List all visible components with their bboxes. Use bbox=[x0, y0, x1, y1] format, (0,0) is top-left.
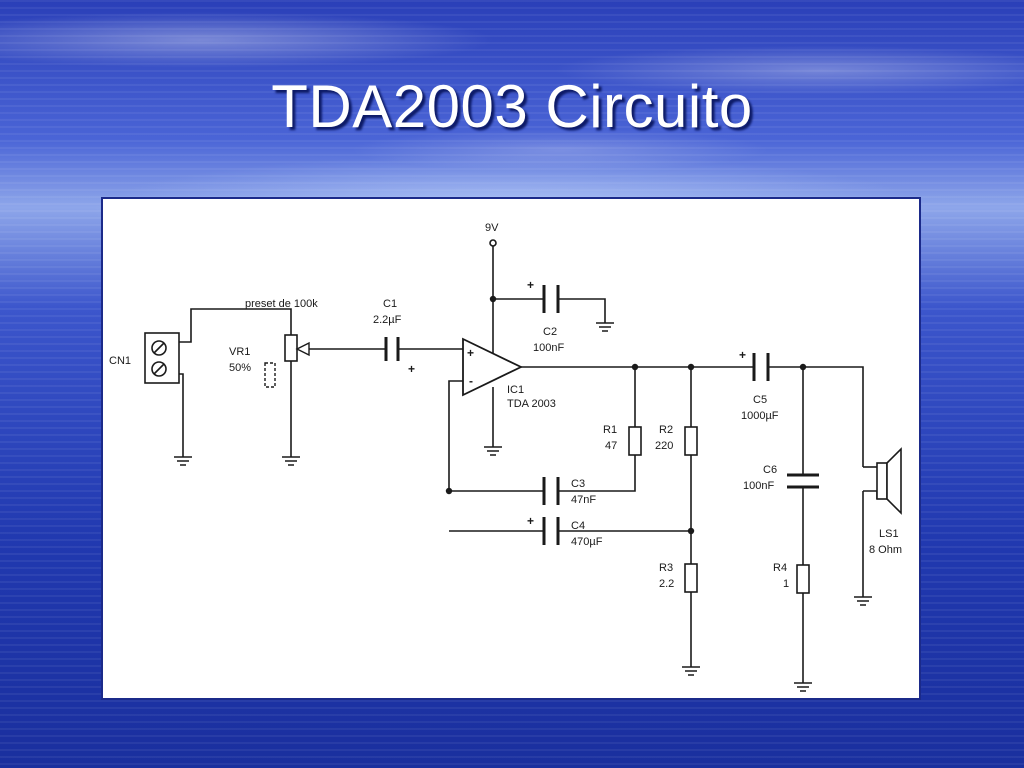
c1-capacitor bbox=[384, 337, 400, 361]
c3-value: 47nF bbox=[571, 494, 596, 506]
vr1-potentiometer bbox=[264, 334, 310, 388]
c3-ref: C3 bbox=[571, 478, 585, 490]
c6-capacitor bbox=[787, 473, 819, 489]
junction-dots bbox=[445, 295, 807, 535]
supply-terminal bbox=[489, 239, 497, 247]
c3-capacitor bbox=[542, 477, 560, 505]
r4-ref: R4 bbox=[773, 562, 787, 574]
ic1-ref: IC1 bbox=[507, 384, 524, 396]
supply-label: 9V bbox=[485, 222, 499, 234]
ic1-plus: + bbox=[467, 346, 474, 360]
ls1-value: 8 Ohm bbox=[869, 544, 902, 556]
r4-resistor bbox=[796, 564, 810, 594]
vr1-ref: VR1 bbox=[229, 346, 250, 358]
slide-title: TDA2003 Circuito bbox=[271, 73, 753, 140]
c1-value: 2.2µF bbox=[373, 314, 402, 326]
c2-value: 100nF bbox=[533, 342, 564, 354]
cn1-label: CN1 bbox=[109, 355, 131, 367]
c4-ref: C4 bbox=[571, 520, 585, 532]
r1-resistor bbox=[628, 426, 642, 456]
c5-plus: + bbox=[739, 348, 746, 362]
circuit-schematic: 9V CN1 preset de 100k VR1 50% C1 2.2µF + bbox=[109, 222, 902, 692]
c6-value: 100nF bbox=[743, 480, 774, 492]
ls1-ref: LS1 bbox=[879, 528, 899, 540]
c5-capacitor bbox=[752, 353, 770, 381]
vr1-value: 50% bbox=[229, 362, 251, 374]
c4-plus: + bbox=[527, 514, 534, 528]
ic1-minus: - bbox=[469, 374, 473, 388]
vr1-note: preset de 100k bbox=[245, 298, 318, 310]
c2-ref: C2 bbox=[543, 326, 557, 338]
r1-ref: R1 bbox=[603, 424, 617, 436]
ls1-speaker bbox=[876, 447, 902, 515]
c4-capacitor bbox=[542, 517, 560, 545]
c1-ref: C1 bbox=[383, 298, 397, 310]
r3-value: 2.2 bbox=[659, 578, 674, 590]
c4-value: 470µF bbox=[571, 536, 603, 548]
c2-capacitor bbox=[542, 285, 560, 313]
c1-plus: + bbox=[408, 362, 415, 376]
r2-resistor bbox=[684, 426, 698, 456]
r3-resistor bbox=[684, 563, 698, 593]
circuit-figure: 9V CN1 preset de 100k VR1 50% C1 2.2µF + bbox=[101, 197, 921, 700]
r2-ref: R2 bbox=[659, 424, 673, 436]
cn1-connector bbox=[144, 332, 180, 384]
r4-value: 1 bbox=[783, 578, 789, 590]
r1-value: 47 bbox=[605, 440, 617, 452]
ic1-amplifier bbox=[462, 337, 524, 397]
r3-ref: R3 bbox=[659, 562, 673, 574]
c5-value: 1000µF bbox=[741, 410, 779, 422]
r2-value: 220 bbox=[655, 440, 673, 452]
ic1-value: TDA 2003 bbox=[507, 398, 556, 410]
c6-ref: C6 bbox=[763, 464, 777, 476]
c2-plus: + bbox=[527, 278, 534, 292]
c5-ref: C5 bbox=[753, 394, 767, 406]
